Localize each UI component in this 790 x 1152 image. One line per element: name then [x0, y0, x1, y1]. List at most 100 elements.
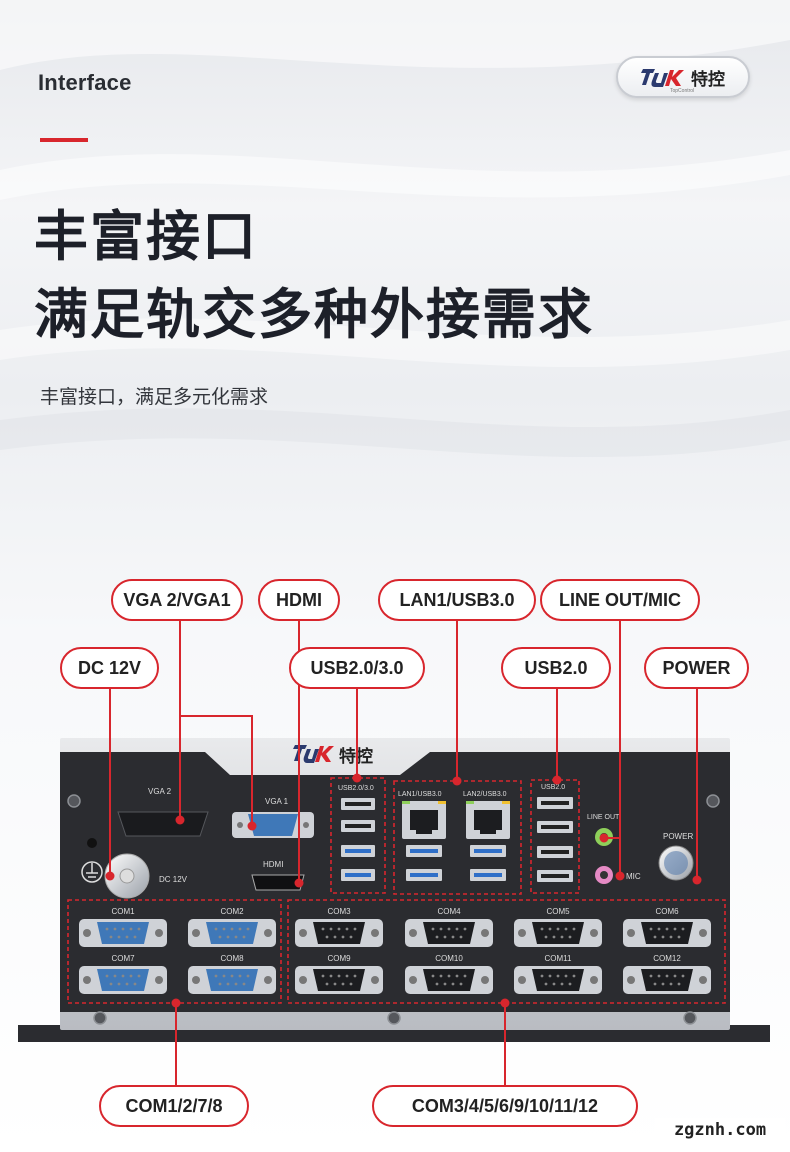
serial-port-com12[interactable]: COM12 — [623, 954, 711, 994]
serial-pin — [242, 982, 246, 986]
callout-power: POWER — [644, 647, 749, 689]
serial-port-screw — [83, 929, 91, 937]
serial-pin — [435, 982, 439, 986]
serial-pin — [560, 982, 564, 986]
serial-port-screw — [518, 976, 526, 984]
serial-pin — [222, 927, 226, 931]
serial-pin — [214, 927, 218, 931]
serial-pin — [556, 974, 560, 978]
serial-port-label: COM10 — [435, 954, 463, 963]
serial-port-socket — [641, 969, 693, 991]
brand-subtext: TopControl — [670, 88, 695, 94]
serial-pin — [345, 974, 349, 978]
serial-pin — [109, 935, 113, 939]
serial-pin — [117, 982, 121, 986]
serial-port-label: COM12 — [653, 954, 681, 963]
serial-port-label: COM3 — [327, 907, 351, 916]
serial-port-screw — [155, 929, 163, 937]
serial-pin — [218, 935, 222, 939]
serial-pin — [337, 927, 341, 931]
callout-pill — [111, 579, 243, 621]
callout-vga: VGA 2/VGA1 — [111, 579, 243, 621]
callout-text: LINE OUT/MIC — [559, 590, 681, 610]
serial-pin — [661, 982, 665, 986]
watermark: zgznh.com — [655, 1118, 785, 1142]
serial-port-screw — [83, 976, 91, 984]
lan1-port[interactable] — [402, 801, 446, 881]
serial-port-com1[interactable]: COM1 — [79, 907, 167, 947]
serial-pin — [218, 982, 222, 986]
serial-pin — [568, 982, 572, 986]
serial-pin — [443, 982, 447, 986]
callout-text: USB2.0/3.0 — [310, 658, 403, 678]
brand-logo-icon — [641, 69, 684, 87]
serial-pin — [540, 927, 544, 931]
serial-pin — [242, 935, 246, 939]
brand-name: 特控 — [691, 69, 725, 90]
serial-port-label: COM4 — [437, 907, 461, 916]
callout-pill — [501, 647, 611, 689]
serial-pin — [325, 982, 329, 986]
callout-text: LAN1/USB3.0 — [399, 590, 514, 610]
lan1-label: LAN1/USB3.0 — [398, 791, 442, 798]
serial-port-com11[interactable]: COM11 — [514, 954, 602, 994]
serial-port-label: COM1 — [111, 907, 135, 916]
serial-pin — [669, 935, 673, 939]
serial-pin — [451, 982, 455, 986]
serial-port-com2[interactable]: COM2 — [188, 907, 276, 947]
hdmi-port[interactable] — [251, 874, 305, 891]
serial-port-com6[interactable]: COM6 — [623, 907, 711, 947]
serial-port-screw — [699, 929, 707, 937]
callout-pill — [644, 647, 749, 689]
serial-port-label: COM5 — [546, 907, 570, 916]
serial-pin — [657, 927, 661, 931]
vga2-port[interactable] — [117, 811, 209, 837]
serial-port-com5[interactable]: COM5 — [514, 907, 602, 947]
serial-port-com3[interactable]: COM3 — [295, 907, 383, 947]
vga1-port[interactable] — [248, 814, 298, 836]
serial-pin — [661, 935, 665, 939]
serial-pin — [222, 974, 226, 978]
lineout-label: LINE OUT — [587, 814, 620, 821]
serial-port-com8[interactable]: COM8 — [188, 954, 276, 994]
callout-usb23: USB2.0/3.0 — [289, 647, 425, 689]
usb2-ports[interactable] — [537, 797, 573, 882]
serial-pin — [653, 935, 657, 939]
serial-port-label: COM11 — [545, 954, 573, 963]
serial-pin — [572, 974, 576, 978]
serial-pin — [137, 927, 141, 931]
vga1-label: VGA 1 — [265, 797, 289, 806]
brand-badge: 特控 TopControl — [616, 56, 750, 98]
serial-pin — [109, 982, 113, 986]
serial-pin — [349, 982, 353, 986]
serial-pin — [129, 974, 133, 978]
callout-dots — [105, 773, 702, 1008]
serial-pin — [234, 935, 238, 939]
callout-text: VGA 2/VGA1 — [123, 590, 230, 610]
serial-pin — [238, 927, 242, 931]
callout-leaders — [109, 620, 698, 1086]
serial-pin — [353, 927, 357, 931]
serial-port-socket — [532, 922, 584, 944]
serial-pin — [548, 974, 552, 978]
serial-pin — [544, 982, 548, 986]
section-title: Interface — [38, 70, 132, 95]
callout-text: DC 12V — [78, 658, 141, 678]
serial-pin — [665, 927, 669, 931]
serial-pin — [451, 935, 455, 939]
serial-port-com10[interactable]: COM10 — [405, 954, 493, 994]
serial-pin — [117, 935, 121, 939]
serial-port-com7[interactable]: COM7 — [79, 954, 167, 994]
serial-port-label: COM2 — [220, 907, 244, 916]
serial-port-screw — [481, 929, 489, 937]
serial-port-screw — [371, 929, 379, 937]
usb23-ports[interactable] — [341, 798, 375, 881]
serial-pin — [540, 974, 544, 978]
serial-pin — [564, 974, 568, 978]
serial-port-com4[interactable]: COM4 — [405, 907, 493, 947]
lan2-port[interactable] — [466, 801, 510, 881]
headline-line-1: 丰富接口 — [34, 205, 258, 268]
serial-pin — [552, 982, 556, 986]
serial-port-com9[interactable]: COM9 — [295, 954, 383, 994]
